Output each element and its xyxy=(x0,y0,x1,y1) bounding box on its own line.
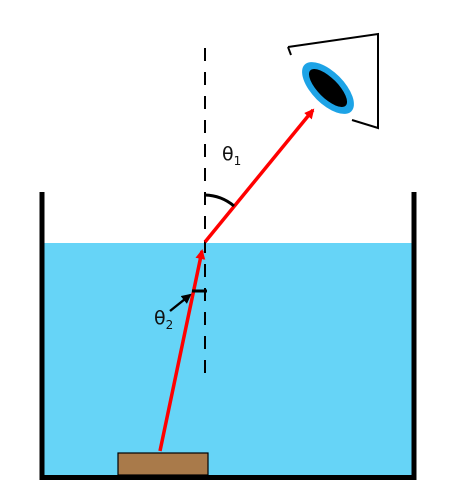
water xyxy=(42,243,414,477)
ray-in-air xyxy=(203,108,315,244)
theta2-pointer-arrow xyxy=(169,293,192,312)
eye-brow-tick xyxy=(287,46,292,56)
eye-pupil xyxy=(308,68,348,108)
theta1-angle-arc xyxy=(204,193,235,208)
eye-outline xyxy=(287,32,379,130)
ray-in-water xyxy=(158,249,206,452)
observer-eye xyxy=(287,32,379,130)
submerged-object xyxy=(117,452,209,476)
theta2-label: θ2 xyxy=(154,307,173,332)
theta1-label: θ1 xyxy=(222,143,241,168)
